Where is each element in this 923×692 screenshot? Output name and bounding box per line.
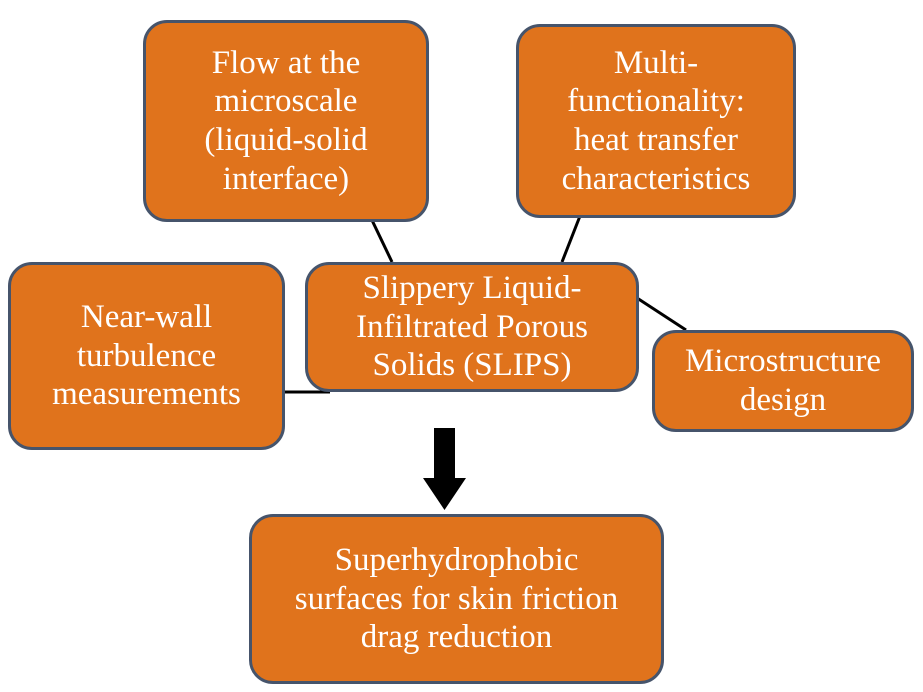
arrow-slips-to-drag-reduction (423, 428, 466, 510)
node-near-wall-turbulence: Near-wall turbulence measurements (8, 262, 285, 450)
edge-multifunctionality-to-slips (560, 215, 582, 263)
node-drag-reduction: Superhydrophobic surfaces for skin frict… (249, 514, 664, 684)
node-slips-center: Slippery Liquid- Infiltrated Porous Soli… (305, 262, 639, 392)
node-microstructure-design-label: Microstructure design (684, 343, 882, 418)
node-flow-at-microscale-label: Flow at the microscale (liquid-solid int… (204, 44, 368, 197)
node-near-wall-turbulence-label: Near-wall turbulence measurements (52, 299, 241, 413)
node-slips-center-label: Slippery Liquid- Infiltrated Porous Soli… (356, 270, 588, 384)
node-drag-reduction-label: Superhydrophobic surfaces for skin frict… (294, 542, 619, 656)
node-flow-at-microscale: Flow at the microscale (liquid-solid int… (143, 20, 429, 222)
arrow-head (423, 478, 466, 510)
node-multifunctionality: Multi- functionality: heat transfer char… (516, 24, 796, 218)
node-multifunctionality-label: Multi- functionality: heat transfer char… (561, 44, 751, 197)
node-microstructure-design: Microstructure design (652, 330, 914, 432)
edge-microstructure-to-slips (636, 296, 687, 332)
arrow-shaft (434, 428, 455, 480)
edge-flow-microscale-to-slips (368, 215, 394, 263)
